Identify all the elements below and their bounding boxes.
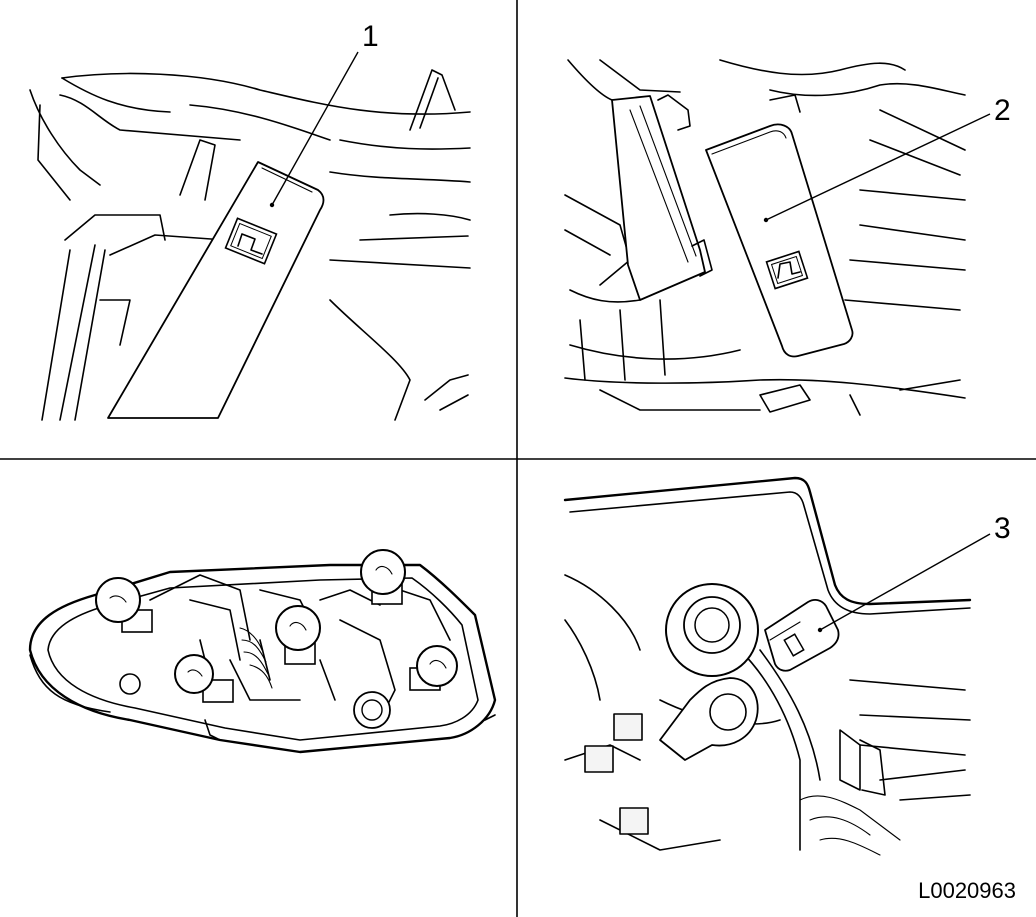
panel-4-clip <box>563 476 991 856</box>
bulb-4 <box>174 654 234 703</box>
figure-id: L0020963 <box>918 878 1016 903</box>
panel-1-cover-flap <box>29 51 471 421</box>
bulb-1 <box>95 577 153 633</box>
callout-3: 3 <box>994 512 1011 545</box>
panel-3-bulb-holder <box>28 549 497 754</box>
panel-2-cover-removed <box>564 59 991 416</box>
bulb-3 <box>360 549 406 605</box>
bulb-2 <box>275 605 321 665</box>
callout-1: 1 <box>362 20 379 53</box>
bulb-5 <box>409 645 458 691</box>
callout-2: 2 <box>994 94 1011 127</box>
